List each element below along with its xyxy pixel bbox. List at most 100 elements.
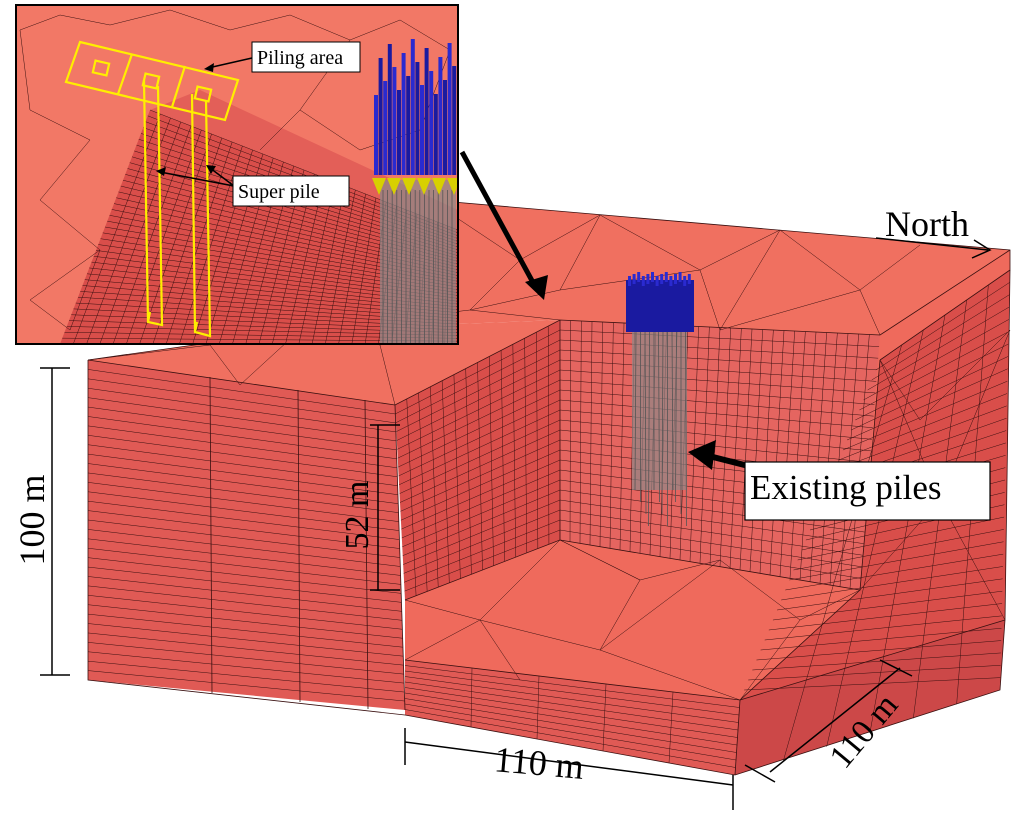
mesh-line [109,9,171,26]
mesh-line [559,389,874,417]
super-piles [64,40,240,338]
mesh-verticals-left [209,376,369,710]
mesh-line [87,491,400,531]
mesh-line [675,329,677,503]
mesh-line [87,595,403,630]
mesh-line [500,350,505,562]
mesh-line [399,19,451,51]
mesh-line [826,329,924,747]
mesh-line [87,642,404,675]
soil-model [87,199,1011,776]
mesh-line [559,379,875,405]
mesh-line [748,665,1001,681]
mesh-line [789,541,1004,581]
mesh-line [559,529,861,579]
pile-head [415,62,420,175]
mesh-line [793,529,1004,571]
mesh-line [59,14,111,26]
mesh-line [869,314,946,733]
mesh-line [559,329,880,347]
mesh-line [752,652,1001,671]
pile-cap-triangle [387,178,401,195]
mesh-line [671,329,674,491]
mesh-line [298,181,336,344]
pile-head [669,276,673,286]
mesh-line [87,435,398,478]
super-pile-2 [190,93,212,338]
mesh-line [87,670,405,702]
mesh-line [87,406,397,451]
mesh-line [559,349,878,371]
pile-head [674,274,677,284]
mesh-line [648,329,650,527]
mesh-line [139,133,212,344]
mesh-line [797,516,1005,561]
mesh-line [39,199,101,251]
pile-head [687,274,691,284]
pile-head [438,57,443,175]
mesh-line [524,338,528,553]
inset-detail: Piling area Super pile [15,4,459,345]
mesh-line [29,249,101,301]
mesh-line [311,185,346,344]
mesh-line [404,676,739,723]
mesh-line [547,326,550,545]
dim-depth-excavation: 52 m [339,424,400,591]
mesh-line [87,510,400,549]
pile-cap-top [626,280,694,332]
pile-head [420,85,424,175]
mesh-line [112,125,192,344]
mesh-line [99,121,182,344]
mesh-line [785,553,1004,591]
pile-head [424,48,429,175]
mesh-line [559,519,862,568]
mesh-line [87,585,403,621]
mesh-line [430,386,439,588]
soil-face-front-lower [405,660,740,775]
pile-head [655,276,659,286]
pile-head [452,66,457,175]
mesh-line [559,359,877,382]
mesh-line [169,9,231,31]
inset-connector [459,150,548,300]
mesh-line [634,329,637,491]
label-width-front: 110 m [493,739,586,787]
mesh-line [406,398,417,596]
pile-head [628,276,631,286]
pile-head [443,80,447,175]
mesh-line [259,109,301,151]
mesh-line [602,683,607,752]
pile-head [683,276,687,286]
mesh-line [777,578,1003,611]
mesh-line [87,519,401,558]
mesh-line [87,463,399,504]
mesh-line [351,197,377,344]
pile-head [410,39,415,175]
label-existing-piles: Existing piles [750,468,942,507]
mesh-line [756,640,1002,661]
mesh-line [477,362,483,571]
arrow-head-icon [204,63,214,72]
inset-pile-group [372,39,458,344]
mesh-line [87,397,397,442]
mesh-line [783,344,902,761]
mesh-line [19,29,31,111]
pile-head [401,53,406,175]
mesh-line [87,369,396,415]
pile-head [392,67,397,175]
mesh-line [87,632,404,666]
pile-head [406,76,411,175]
mesh-line [338,193,366,344]
mesh-line [87,538,401,576]
mesh-line [404,665,740,708]
mesh-line [87,378,396,424]
mesh-layers-front [404,665,740,768]
pile-head [660,274,664,284]
mesh-line [87,444,398,486]
north-arrow-icon [971,239,992,259]
mesh-line [418,392,428,592]
mesh-line [299,109,361,151]
label-north: North [885,204,969,244]
mesh-line [772,590,1003,621]
pile-head [641,276,645,286]
